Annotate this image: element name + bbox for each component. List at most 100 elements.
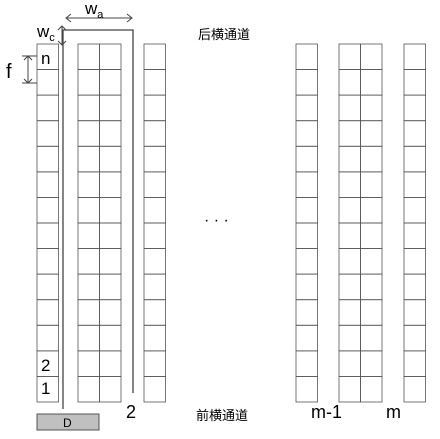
storage-slot xyxy=(338,273,361,301)
rack-3 xyxy=(143,43,166,403)
storage-slot xyxy=(295,248,318,275)
cross-aisle-width-label: wc xyxy=(36,22,55,44)
storage-slot xyxy=(77,248,100,275)
storage-slot xyxy=(36,222,59,249)
storage-slot xyxy=(99,248,122,275)
storage-slot xyxy=(36,94,59,122)
storage-slot xyxy=(338,376,361,403)
storage-slot xyxy=(99,222,122,249)
storage-slot xyxy=(143,43,166,70)
storage-slot xyxy=(295,350,318,377)
storage-slot xyxy=(360,248,383,275)
storage-slot xyxy=(338,350,361,377)
storage-slot xyxy=(77,324,100,352)
rack-6 xyxy=(403,43,426,403)
storage-slot xyxy=(99,299,122,326)
aisle-number-m-minus-1: m-1 xyxy=(311,402,342,422)
storage-slot xyxy=(143,376,166,403)
storage-slot xyxy=(77,376,100,403)
storage-slot xyxy=(99,94,122,122)
storage-slot xyxy=(143,324,166,352)
storage-slot xyxy=(295,324,318,352)
slot-label-2: 2 xyxy=(41,356,50,375)
storage-slot xyxy=(143,350,166,377)
aisle-width-marker xyxy=(65,13,133,23)
storage-slot xyxy=(99,350,122,377)
storage-slot xyxy=(338,222,361,249)
storage-slot xyxy=(360,171,383,198)
storage-slot xyxy=(403,120,426,147)
storage-slot xyxy=(36,273,59,301)
storage-slot xyxy=(295,43,318,70)
storage-slot xyxy=(36,197,59,224)
storage-slot xyxy=(295,94,318,122)
storage-slot xyxy=(360,273,383,301)
storage-slot xyxy=(77,43,100,70)
storage-slot xyxy=(403,94,426,122)
storage-slot xyxy=(99,43,122,70)
aisle-number-m: m xyxy=(386,402,401,422)
front-cross-aisle-label: 前横通道 xyxy=(196,408,248,424)
storage-slot xyxy=(99,197,122,224)
storage-slot xyxy=(77,273,100,301)
storage-slot xyxy=(360,43,383,70)
storage-slot xyxy=(403,273,426,301)
storage-slot xyxy=(143,145,166,173)
storage-slot xyxy=(338,197,361,224)
storage-slot xyxy=(338,171,361,198)
rear-cross-aisle-label: 后横通道 xyxy=(198,28,250,43)
storage-slot xyxy=(295,376,318,403)
storage-slot xyxy=(295,171,318,198)
storage-slot xyxy=(36,120,59,147)
storage-slot xyxy=(295,120,318,147)
storage-slot xyxy=(403,43,426,70)
storage-slot xyxy=(338,94,361,122)
ellipsis: · · · xyxy=(204,212,229,229)
slot-depth-label: f xyxy=(6,61,12,83)
storage-slot xyxy=(360,299,383,326)
storage-slot xyxy=(360,94,383,122)
storage-slot xyxy=(99,324,122,352)
storage-slot xyxy=(143,299,166,326)
storage-racks xyxy=(36,43,426,403)
storage-slot xyxy=(99,171,122,198)
rack-5 xyxy=(338,43,383,403)
storage-slot xyxy=(338,69,361,96)
storage-slot xyxy=(338,145,361,173)
storage-slot xyxy=(77,120,100,147)
storage-slot xyxy=(36,145,59,173)
storage-slot xyxy=(360,350,383,377)
storage-slot xyxy=(403,350,426,377)
storage-slot xyxy=(99,145,122,173)
storage-slot xyxy=(403,69,426,96)
storage-slot xyxy=(143,171,166,198)
storage-slot xyxy=(338,120,361,147)
storage-slot xyxy=(143,120,166,147)
storage-slot xyxy=(295,273,318,301)
slot-depth-marker xyxy=(22,55,37,84)
storage-slot xyxy=(143,248,166,275)
storage-slot xyxy=(338,299,361,326)
storage-slot xyxy=(36,376,59,403)
storage-slot xyxy=(99,273,122,301)
storage-slot xyxy=(77,145,100,173)
storage-slot xyxy=(403,248,426,275)
storage-slot xyxy=(360,376,383,403)
aisle-number-2: 2 xyxy=(126,402,136,422)
depot-label: D xyxy=(63,416,72,430)
storage-slot xyxy=(360,324,383,352)
storage-slot xyxy=(403,376,426,403)
rack-2 xyxy=(77,43,122,403)
storage-slot xyxy=(77,197,100,224)
slot-label-n: n xyxy=(41,49,50,68)
storage-slot xyxy=(295,299,318,326)
storage-slot xyxy=(295,197,318,224)
storage-slot xyxy=(143,222,166,249)
storage-slot xyxy=(403,171,426,198)
storage-slot xyxy=(77,299,100,326)
storage-slot xyxy=(295,222,318,249)
storage-slot xyxy=(403,145,426,173)
storage-slot xyxy=(77,350,100,377)
storage-slot xyxy=(360,69,383,96)
pick-route-line xyxy=(62,29,134,409)
